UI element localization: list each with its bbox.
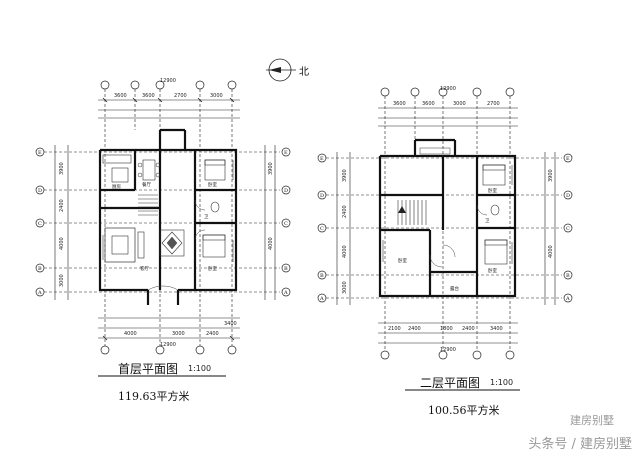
- second-bottom-dim-5: 3400: [490, 326, 503, 332]
- ground-room-kitchen: 厨房: [112, 183, 121, 190]
- ground-bottom-dim-2: 3000: [172, 331, 185, 337]
- second-axis-e-right: E: [566, 156, 570, 162]
- second-side-dim-1: 3900: [342, 169, 348, 182]
- second-axis-b-left: B: [320, 273, 324, 279]
- second-bottom-total: 12900: [440, 347, 456, 353]
- ground-top-dim-2: 3600: [142, 93, 155, 99]
- watermark: 建房别墅 头条号 / 建房别墅: [482, 412, 632, 452]
- second-axis-a-left: A: [319, 296, 324, 302]
- ground-bottom-dim-4: 3400: [224, 321, 237, 327]
- ground-room-bed1: 卧室: [208, 181, 217, 188]
- ground-axis-e-left: E: [38, 150, 42, 156]
- second-axis-c-left: C: [320, 226, 324, 232]
- second-top-dim-1: 3600: [393, 101, 406, 107]
- second-plan-area: 100.56平方米: [428, 404, 500, 417]
- second-plan-scale: 1:100: [490, 378, 514, 387]
- second-side-dim-r1: 3900: [548, 169, 554, 182]
- ground-side-dim-2: 2400: [59, 199, 65, 212]
- ground-top-dim-4: 3000: [210, 93, 223, 99]
- ground-room-dining: 餐厅: [142, 181, 151, 188]
- ground-room-bed2: 卧室: [208, 265, 217, 272]
- second-axis-e-left: E: [320, 156, 324, 162]
- second-bottom-dim-2: 2400: [408, 326, 421, 332]
- second-axis-d-left: D: [320, 193, 324, 199]
- ground-bottom-total: 12900: [160, 342, 176, 348]
- second-axis-c-right: C: [566, 226, 570, 232]
- second-top-dim-4: 2700: [487, 101, 500, 107]
- ground-side-dim-4: 3000: [59, 274, 65, 287]
- ground-axis-c-left: C: [38, 221, 42, 227]
- second-side-dim-r3: 4000: [548, 245, 554, 258]
- second-bottom-dim-3: 1800: [440, 326, 453, 332]
- ground-axis-b-left: B: [38, 266, 42, 272]
- ground-room-wc: 卫: [204, 214, 209, 220]
- ground-top-total: 12900: [160, 78, 176, 84]
- ground-axis-c-right: C: [284, 221, 288, 227]
- second-side-dim-4: 3000: [342, 281, 348, 294]
- ground-room-living: 客厅: [140, 265, 149, 272]
- second-top-dim-2: 3600: [422, 101, 435, 107]
- ground-bottom-dim-3: 2400: [206, 331, 219, 337]
- north-label: 北: [299, 66, 309, 78]
- second-room-bed3: 卧室: [488, 267, 497, 274]
- second-room-wc: 卫: [485, 218, 490, 224]
- second-top-dim-3: 3000: [453, 101, 466, 107]
- north-arrow-icon: 北: [266, 58, 309, 82]
- ground-side-dim-r1: 3900: [268, 162, 274, 175]
- ground-axis-e-right: E: [284, 150, 288, 156]
- second-top-total: 12900: [440, 86, 456, 92]
- ground-top-dim-1: 3600: [114, 93, 127, 99]
- second-bottom-dim-1: 2100: [388, 326, 401, 332]
- second-side-dim-3: 4000: [342, 245, 348, 258]
- watermark-source-text: 头条号 / 建房别墅: [528, 437, 632, 452]
- ground-top-dim-3: 2700: [174, 93, 187, 99]
- ground-side-dim-r3: 4000: [268, 237, 274, 250]
- ground-bottom-dim-1: 4000: [124, 331, 137, 337]
- second-room-terrace: 露台: [450, 285, 459, 292]
- ground-axis-a-right: A: [283, 290, 288, 296]
- second-axis-b-right: B: [566, 273, 570, 279]
- second-bottom-dim-4: 2400: [462, 326, 475, 332]
- ground-axis-a-left: A: [37, 290, 42, 296]
- second-plan-title: 二层平面图: [420, 376, 481, 390]
- plan-ground-floor: [35, 80, 291, 355]
- plan-second-floor: [317, 87, 573, 360]
- second-side-dim-2: 2400: [342, 205, 348, 218]
- second-axis-a-right: A: [565, 296, 570, 302]
- ground-plan-area: 119.63平方米: [118, 390, 190, 403]
- ground-axis-d-right: D: [284, 188, 288, 194]
- watermark-logo-text: 建房别墅: [570, 414, 614, 427]
- ground-plan-scale: 1:100: [188, 364, 212, 373]
- ground-plan-title: 首层平面图: [118, 362, 179, 376]
- second-axis-d-right: D: [566, 193, 570, 199]
- ground-axis-b-right: B: [284, 266, 288, 272]
- second-room-bed1: 卧室: [488, 187, 497, 194]
- second-room-bed2: 卧室: [398, 257, 407, 264]
- ground-axis-d-left: D: [38, 188, 42, 194]
- ground-side-dim-1: 3900: [59, 162, 65, 175]
- ground-side-dim-3: 4000: [59, 237, 65, 250]
